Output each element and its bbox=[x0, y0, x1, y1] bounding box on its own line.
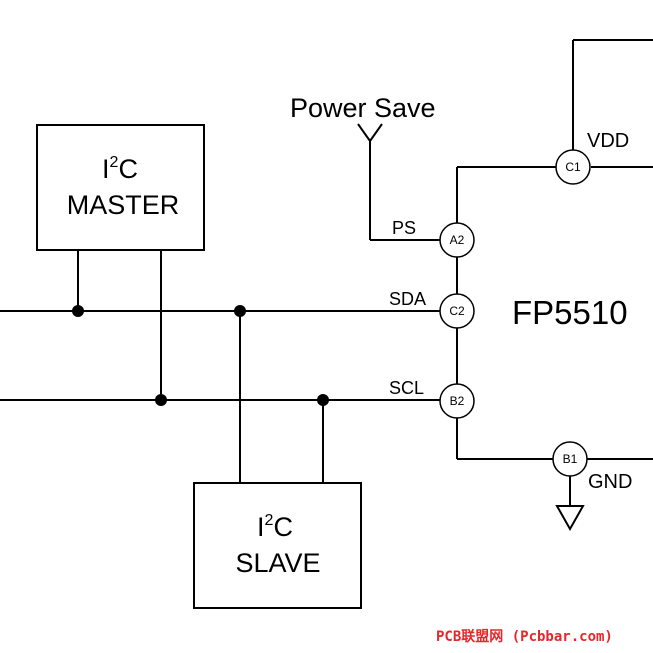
chip-pin-links bbox=[456, 257, 653, 460]
watermark-text: PCB联盟网 (Pcbbar.com) bbox=[436, 629, 613, 645]
scl-junction-slave bbox=[317, 394, 329, 406]
i2c-slave-block: I2C SLAVE bbox=[193, 482, 362, 609]
pin-b1: B1 bbox=[552, 441, 588, 477]
sda-label: SDA bbox=[389, 289, 426, 309]
svg-text:A2: A2 bbox=[450, 233, 465, 247]
pin-c1: C1 bbox=[555, 149, 591, 185]
sda-bus bbox=[0, 250, 440, 483]
master-i2c-label: I2C bbox=[102, 154, 138, 184]
gnd-label: GND bbox=[588, 471, 632, 493]
scl-label: SCL bbox=[389, 378, 424, 398]
scl-junction-master bbox=[155, 394, 167, 406]
i2c-master-block: I2C MASTER bbox=[36, 124, 205, 251]
svg-text:C1: C1 bbox=[565, 160, 581, 174]
master-role-label: MASTER bbox=[67, 190, 180, 220]
scl-bus bbox=[0, 250, 440, 483]
pin-b2: B2 bbox=[439, 383, 475, 419]
vdd-label: VDD bbox=[587, 130, 629, 152]
sda-junction-master bbox=[72, 305, 84, 317]
chip-name: FP5510 bbox=[512, 294, 628, 331]
ps-label: PS bbox=[392, 218, 416, 238]
power-save-net bbox=[357, 123, 440, 241]
svg-text:B2: B2 bbox=[450, 394, 465, 408]
slave-role-label: SLAVE bbox=[235, 548, 320, 578]
sda-junction-slave bbox=[234, 305, 246, 317]
slave-i2c-label: I2C bbox=[257, 512, 293, 542]
svg-text:C2: C2 bbox=[449, 304, 465, 318]
vdd-net bbox=[456, 39, 653, 223]
svg-text:B1: B1 bbox=[563, 452, 578, 466]
pin-a2: A2 bbox=[439, 222, 475, 258]
pin-c2: C2 bbox=[439, 293, 475, 329]
ground-symbol bbox=[555, 476, 585, 532]
power-save-label: Power Save bbox=[290, 93, 436, 123]
